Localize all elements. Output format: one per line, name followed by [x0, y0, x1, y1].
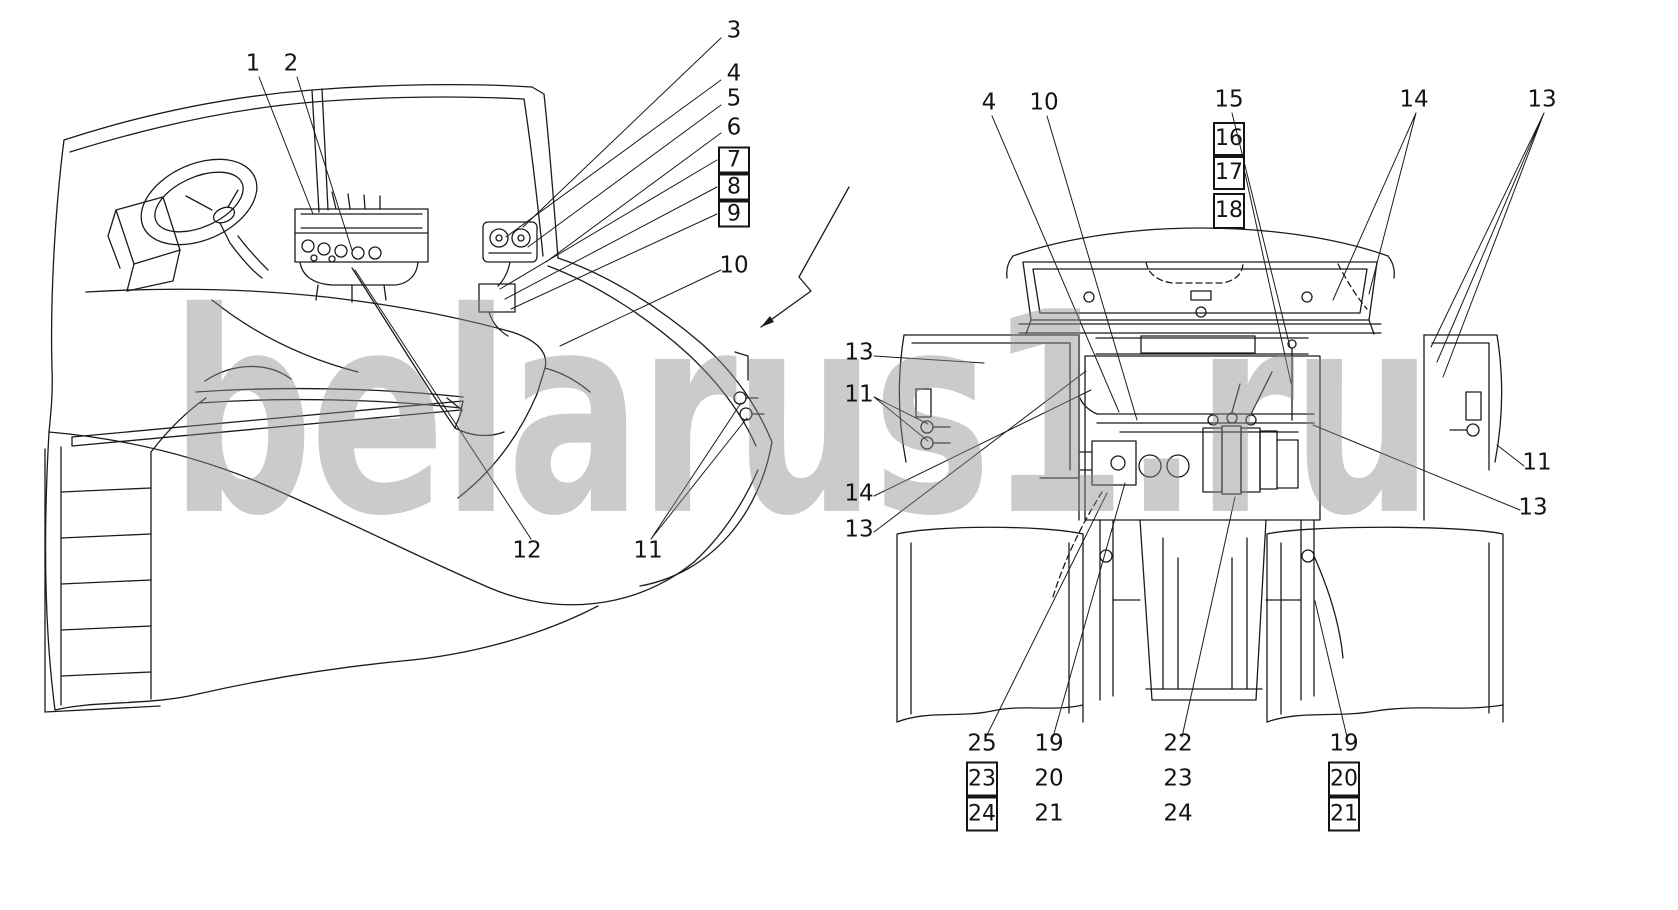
- callout-rear-23: 23: [1163, 765, 1193, 792]
- callout-rear-19: 19: [1329, 730, 1359, 757]
- callout-rear-10: 10: [1029, 89, 1059, 116]
- callout-rear-25: 25: [967, 730, 997, 757]
- callout-side-3: 3: [726, 17, 742, 44]
- callout-side-12: 12: [512, 537, 542, 564]
- callout-side-7: 7: [718, 146, 750, 174]
- callout-rear-13: 13: [844, 516, 874, 543]
- view-pointer-arrow: [760, 186, 850, 328]
- callout-rear-15: 15: [1214, 86, 1244, 113]
- callout-side-4: 4: [726, 60, 742, 87]
- callout-rear-20: 20: [1328, 761, 1360, 797]
- callout-rear-21: 21: [1328, 796, 1360, 832]
- callout-rear-14: 14: [1399, 86, 1429, 113]
- callout-rear-19: 19: [1034, 730, 1064, 757]
- leader-lines: [258, 37, 1545, 738]
- callout-rear-11: 11: [1522, 449, 1552, 476]
- callout-rear-21: 21: [1034, 800, 1064, 827]
- callout-side-2: 2: [283, 50, 299, 77]
- callout-side-10: 10: [719, 252, 749, 279]
- callout-side-8: 8: [718, 173, 750, 201]
- side-view-drawing: [44, 83, 773, 713]
- callout-rear-24: 24: [1163, 800, 1193, 827]
- callout-side-9: 9: [718, 200, 750, 228]
- callout-rear-16: 16: [1213, 122, 1245, 156]
- callout-rear-17: 17: [1213, 156, 1245, 190]
- callout-rear-20: 20: [1034, 765, 1064, 792]
- callout-side-11: 11: [633, 537, 663, 564]
- callout-rear-13: 13: [1527, 86, 1557, 113]
- callout-rear-13: 13: [844, 339, 874, 366]
- callout-rear-24: 24: [966, 796, 998, 832]
- callout-rear-13: 13: [1518, 494, 1548, 521]
- callout-rear-22: 22: [1163, 730, 1193, 757]
- callout-rear-23: 23: [966, 761, 998, 797]
- callout-rear-4: 4: [981, 89, 997, 116]
- callout-side-6: 6: [726, 114, 742, 141]
- callout-side-5: 5: [726, 85, 742, 112]
- callout-rear-14: 14: [844, 480, 874, 507]
- rear-view-drawing: [896, 227, 1504, 723]
- callout-side-1: 1: [245, 50, 261, 77]
- callout-rear-18: 18: [1213, 193, 1245, 229]
- callout-rear-11: 11: [844, 381, 874, 408]
